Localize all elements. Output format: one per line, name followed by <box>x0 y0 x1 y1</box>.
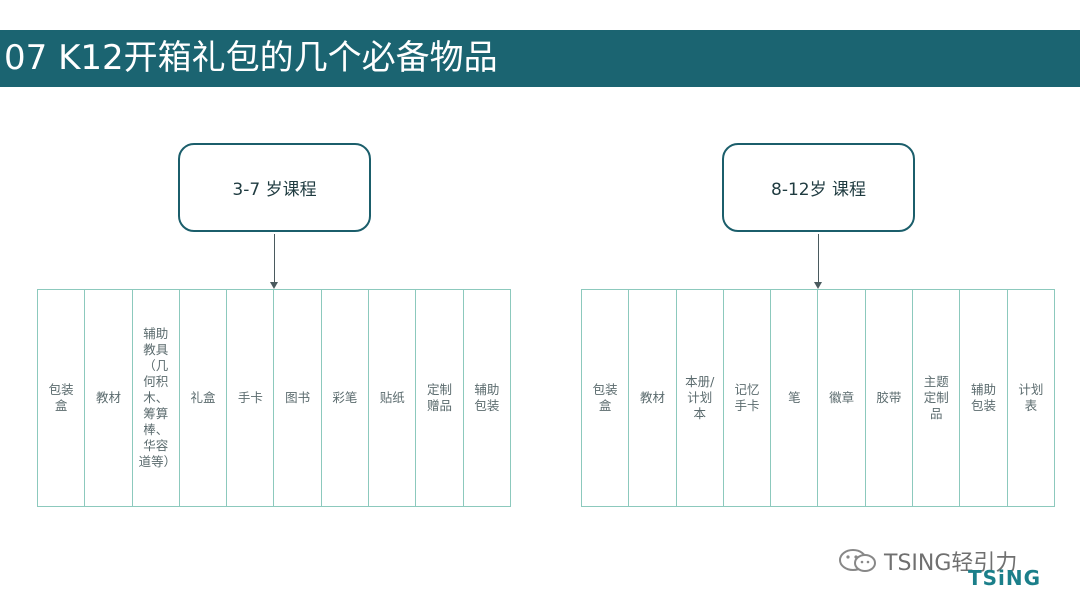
course-box-8-12: 8-12岁 课程 <box>722 143 915 232</box>
wechat-icon <box>838 548 878 574</box>
item-cell: 教材 <box>85 290 133 506</box>
item-cell: 辅助包装 <box>960 290 1008 506</box>
item-cell: 主题定制品 <box>913 290 961 506</box>
item-cell: 定制赠品 <box>416 290 464 506</box>
item-cell: 图书 <box>274 290 322 506</box>
items-row-3-7: 包装盒 教材 辅助教具（几何积木、筹算棒、华容道等） 礼盒 手卡 图书 彩笔 贴… <box>37 289 511 507</box>
item-cell: 记忆手卡 <box>724 290 772 506</box>
item-cell: 彩笔 <box>322 290 370 506</box>
item-cell: 计划表 <box>1018 382 1044 413</box>
arrow-right <box>814 234 822 289</box>
watermark: TSING轻引力 <box>838 545 1017 577</box>
arrow-left <box>270 234 278 289</box>
item-cell: 辅助教具（几何积木、筹算棒、华容道等） <box>133 290 180 506</box>
item-cell: 贴纸 <box>369 290 417 506</box>
item-cell: 本册/计划本 <box>677 290 724 506</box>
tsing-logo: TSiNG <box>968 566 1042 590</box>
item-cell: 笔 <box>771 290 819 506</box>
item-cell: 包装盒 <box>582 290 630 506</box>
item-cell: 包装盒 <box>38 290 86 506</box>
watermark-text: TSING轻引力 <box>884 551 1018 576</box>
item-cell: 辅助包装 <box>474 382 500 413</box>
item-cell: 手卡 <box>227 290 275 506</box>
items-row-8-12: 包装盒 教材 本册/计划本 记忆手卡 笔 徽章 胶带 主题定制品 辅助包装 计划… <box>581 289 1055 507</box>
item-cell: 教材 <box>629 290 677 506</box>
course-box-3-7: 3-7 岁课程 <box>178 143 371 232</box>
item-cell: 徽章 <box>818 290 866 506</box>
item-cell: 礼盒 <box>180 290 228 506</box>
title-bar: 07 K12开箱礼包的几个必备物品 <box>0 30 1080 87</box>
item-cell: 胶带 <box>866 290 914 506</box>
page-title: 07 K12开箱礼包的几个必备物品 <box>4 38 498 78</box>
